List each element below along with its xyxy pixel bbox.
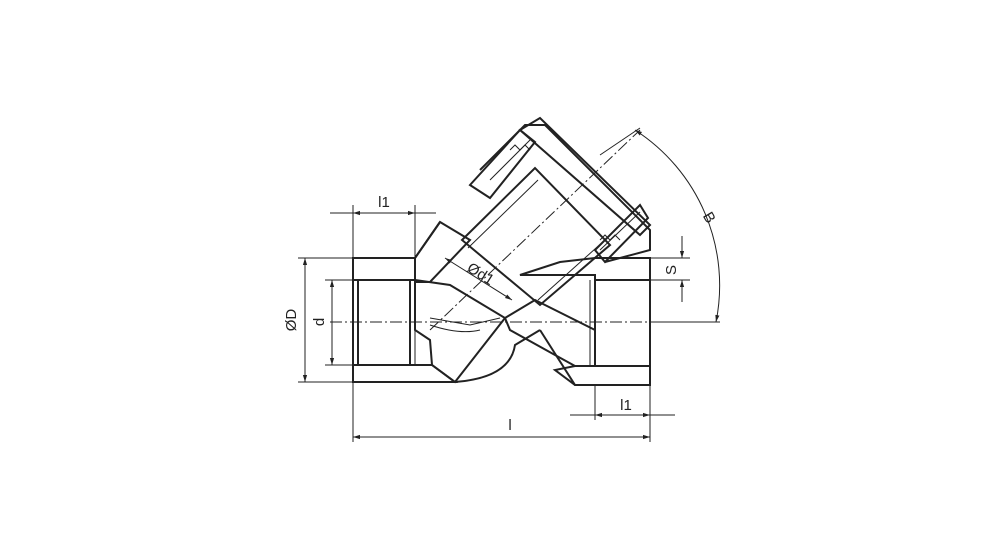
body-outline xyxy=(352,124,651,386)
dim-inner-diameter: d xyxy=(311,279,358,366)
dim-l1-top: l1 xyxy=(330,194,436,258)
l1-top-label: l1 xyxy=(378,194,390,211)
dim-l1-bottom: l1 xyxy=(570,385,675,420)
dim-filter-diameter: Ød1 xyxy=(444,257,513,301)
l1-bottom-label: l1 xyxy=(620,397,632,414)
centerlines xyxy=(330,129,680,331)
dim-wall-s: S xyxy=(650,236,690,302)
l-total-label: l xyxy=(508,417,511,434)
inner-diameter-label: d xyxy=(311,318,328,326)
dim-angle-b: B xyxy=(599,127,721,323)
wall-s-label: S xyxy=(663,265,680,275)
outer-diameter-label: ØD xyxy=(283,309,300,332)
body-section xyxy=(352,116,652,386)
dim-outer-diameter: ØD xyxy=(283,257,353,383)
dim-l-total: l xyxy=(352,382,651,442)
